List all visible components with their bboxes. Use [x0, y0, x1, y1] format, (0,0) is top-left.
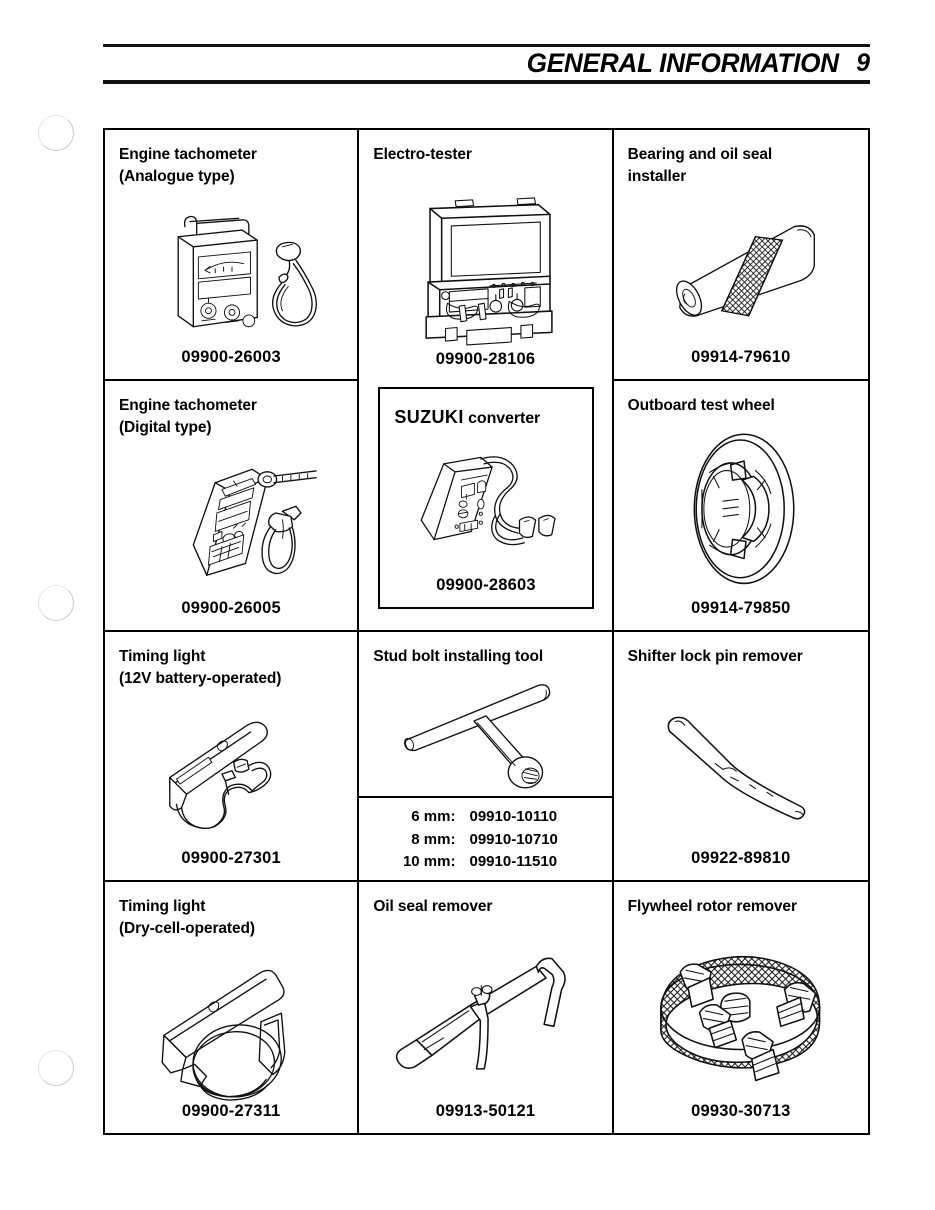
tool-part-number: 09900-26005 [181, 598, 281, 617]
binder-hole [38, 1050, 74, 1086]
tool-cell-bearing-oil-seal-installer: Bearing and oil seal installer 09914-796… [613, 130, 868, 381]
page-title: GENERAL INFORMATION [526, 47, 840, 78]
page-header: GENERAL INFORMATION 9 [103, 44, 870, 84]
tool-cell-outboard-test-wheel: Outboard test wheel 09914-79850 [613, 381, 868, 632]
tool-part-number: 09900-28603 [436, 575, 536, 594]
tool-name: Flywheel rotor remover [627, 898, 797, 916]
size-label: 8 mm: [411, 830, 456, 848]
tool-part-number: 09914-79610 [691, 347, 791, 366]
tool-cell-flywheel-rotor-remover: Flywheel rotor remover [614, 882, 868, 1133]
oil-seal-remover-illustration [373, 918, 597, 1102]
tool-cell-timing-light-drycell: Timing light (Dry-cell-operated) 09900-2… [105, 882, 360, 1133]
tool-name: Shifter lock pin remover [627, 647, 803, 665]
bearing-installer-illustration [628, 188, 854, 348]
tool-name: Oil seal remover [373, 898, 493, 916]
tool-name: Stud bolt installing tool [373, 647, 544, 665]
size-label: 10 mm: [402, 853, 456, 871]
size-part-number: 09910-10710 [469, 830, 558, 848]
header-rule-top [103, 44, 870, 47]
header-rule-bottom [103, 80, 870, 84]
tool-name: Engine tachometer (Digital type) [119, 396, 257, 436]
tool-name: Bearing and oil seal installer [627, 146, 773, 185]
electro-tester-illustration [373, 166, 597, 350]
tool-name: SUZUKI converter [394, 405, 577, 431]
tool-name: Outboard test wheel [627, 396, 775, 414]
size-row: 8 mm: 09910-10710 [359, 829, 611, 852]
size-label: 6 mm: [411, 807, 456, 825]
tool-cell-shifter-lock-pin-remover: Shifter lock pin remover 09922-89810 [613, 632, 868, 883]
timing-light-drycell-illustration [119, 940, 343, 1102]
tool-cell-engine-tachometer-digital: Engine tachometer (Digital type) [105, 380, 360, 632]
tool-part-number: 09922-89810 [691, 849, 791, 868]
tool-cell-suzuki-converter: SUZUKI converter [359, 380, 614, 632]
tool-part-number: 09930-30713 [691, 1102, 791, 1120]
digital-tachometer-illustration [119, 439, 343, 599]
stud-bolt-size-table: 6 mm: 09910-10110 8 mm: 09910-10710 10 m… [359, 795, 612, 880]
test-wheel-illustration [628, 417, 854, 599]
tool-part-number: 09914-79850 [691, 598, 791, 617]
binder-hole [38, 115, 74, 151]
shifter-lock-pin-remover-illustration [628, 668, 854, 850]
tool-cell-timing-light-battery: Timing light (12V battery-operated) 0 [105, 631, 360, 883]
binder-hole [38, 585, 74, 621]
tool-name-rest: converter [468, 409, 541, 427]
tool-part-number: 09900-27301 [181, 849, 281, 868]
tool-name: Timing light (12V battery-operated) [119, 647, 282, 687]
analogue-tachometer-illustration [119, 188, 343, 348]
tool-name: Engine tachometer (Analogue type) [119, 146, 257, 185]
tool-part-number: 09913-50121 [435, 1102, 536, 1120]
brand-label: SUZUKI [394, 406, 464, 427]
tool-name: Electro-tester [373, 146, 472, 163]
size-row: 6 mm: 09910-10110 [359, 806, 611, 829]
timing-light-battery-illustration [119, 690, 343, 850]
suzuki-converter-frame: SUZUKI converter [378, 386, 594, 609]
tool-cell-engine-tachometer-analogue: Engine tachometer (Analogue type) [105, 130, 360, 381]
tool-cell-oil-seal-remover: Oil seal remover 09913-50121 [359, 882, 614, 1133]
flywheel-rotor-remover-illustration [628, 918, 854, 1102]
tool-cell-electro-tester: Electro-tester [359, 130, 614, 381]
tool-part-number: 09900-28106 [435, 349, 536, 368]
size-row: 10 mm: 09910-11510 [359, 851, 611, 874]
stud-bolt-tool-illustration [373, 668, 597, 796]
tool-name: Timing light (Dry-cell-operated) [119, 898, 255, 938]
header-text-group: GENERAL INFORMATION 9 [517, 46, 870, 80]
size-part-number: 09910-10110 [469, 807, 558, 825]
special-tools-grid: Engine tachometer (Analogue type) [103, 128, 870, 1135]
tool-cell-stud-bolt-installing-tool: Stud bolt installing tool 6 mm: 09910-10… [359, 631, 614, 883]
tool-part-number: 09900-27311 [181, 1102, 281, 1120]
page-number: 9 [856, 48, 870, 77]
tool-part-number: 09900-26003 [181, 347, 281, 366]
size-part-number: 09910-11510 [469, 853, 558, 871]
suzuki-converter-illustration [394, 430, 577, 575]
